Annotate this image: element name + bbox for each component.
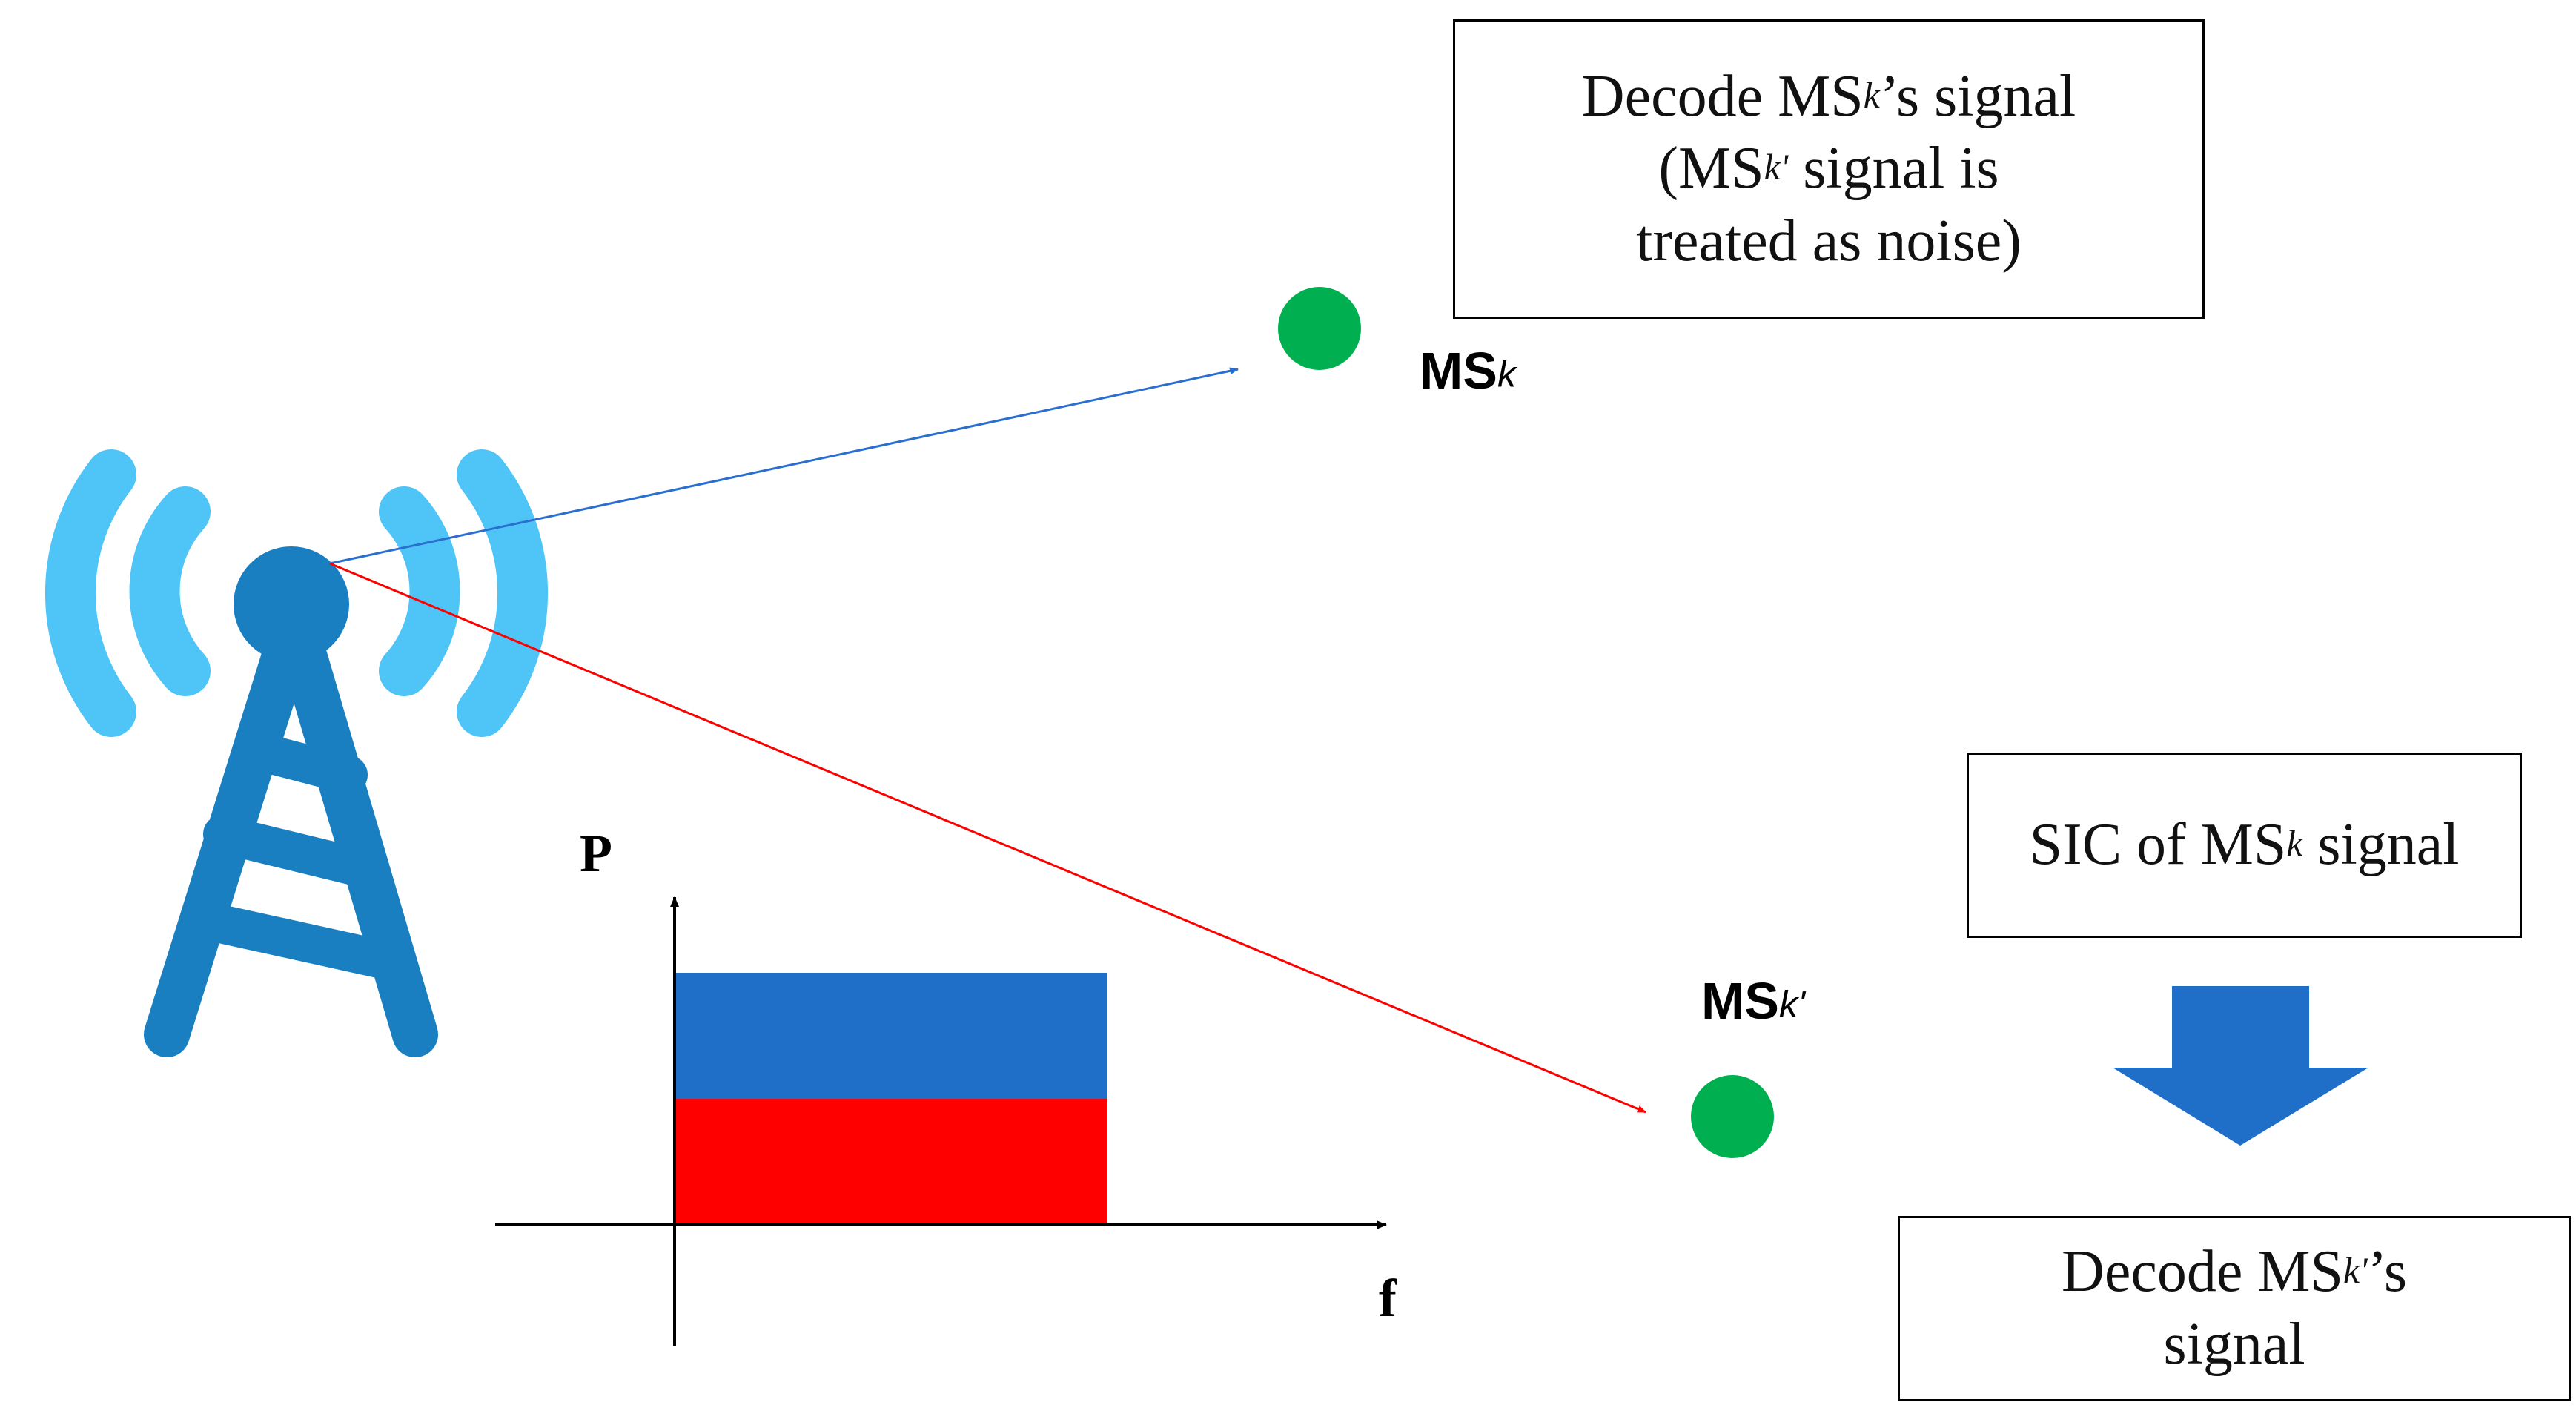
far-box-line-2: signal: [2163, 1312, 2305, 1377]
near-box-line-2: (MSk' signal is: [1658, 136, 1999, 202]
far-user-decode-box: Decode MSk'’s signal: [1898, 1216, 2571, 1401]
near-user-label-main: MS: [1420, 342, 1497, 400]
tower-top: [234, 546, 349, 662]
far-user-label-sub: k': [1779, 982, 1805, 1025]
sic-box: SIC of MSk signal: [1967, 753, 2522, 938]
power-bar-blue: [676, 973, 1107, 1099]
tower-brace-3: [181, 900, 405, 979]
near-box-line-3: treated as noise): [1636, 208, 2022, 274]
near-user-decode-box: Decode MSk’s signal (MSk' signal is trea…: [1453, 19, 2205, 319]
x-axis-label: f: [1379, 1269, 1397, 1328]
wave-right-outer: [457, 449, 549, 737]
wave-left-outer: [44, 449, 136, 737]
tower-brace-2: [203, 815, 379, 887]
far-box-line-1: Decode MSk'’s: [2062, 1239, 2407, 1305]
far-user-label-main: MS: [1701, 972, 1779, 1030]
power-bar-red: [676, 1099, 1107, 1225]
tower-brace-1: [244, 733, 368, 794]
big-down-arrow-icon: [2113, 986, 2368, 1146]
sic-box-text: SIC of MSk signal: [2029, 812, 2460, 878]
wave-left-inner: [129, 486, 211, 696]
y-axis-label: P: [580, 824, 612, 883]
wave-right-inner: [379, 486, 460, 696]
near-user-label-sub: k: [1497, 352, 1517, 395]
arrow-to-far-user: [329, 562, 1646, 1114]
arrow-to-near-user: [329, 367, 1239, 565]
near-box-line-1: Decode MSk’s signal: [1581, 63, 2076, 129]
tower-icon: [144, 546, 438, 1057]
signal-waves-icon: [44, 449, 549, 737]
far-user-label: MSk': [1701, 971, 1805, 1031]
near-user-label: MSk: [1420, 341, 1516, 400]
power-spectrum-plot: [495, 896, 1387, 1346]
base-station-icon: [44, 449, 549, 1057]
near-user-dot: [1278, 287, 1361, 370]
far-user-dot: [1691, 1075, 1774, 1158]
